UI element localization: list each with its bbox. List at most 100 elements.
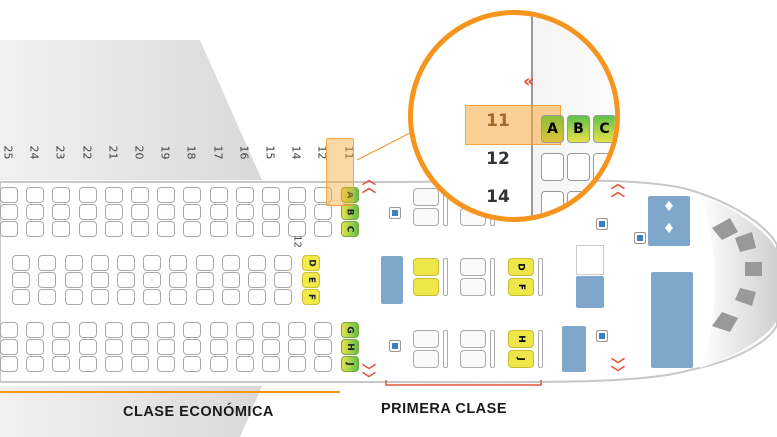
seat-18J[interactable] [183, 356, 202, 372]
seat-18G[interactable] [183, 322, 202, 338]
seat-14C[interactable] [288, 221, 307, 237]
seat-16F[interactable] [221, 289, 240, 305]
seat-22J[interactable] [78, 356, 97, 372]
first-class-seat[interactable] [460, 330, 486, 348]
seat-16A[interactable] [235, 187, 254, 203]
seat-20J[interactable] [131, 356, 149, 372]
seat-21H[interactable] [104, 339, 123, 355]
seat-14J[interactable] [288, 356, 307, 372]
seat-11H[interactable]: H [340, 339, 359, 355]
first-class-seat[interactable]: H [508, 330, 534, 348]
seat-15H[interactable] [262, 339, 280, 355]
seat-17E[interactable] [195, 272, 214, 288]
seat-19B[interactable] [157, 204, 176, 220]
seat-18F[interactable] [169, 289, 188, 305]
seat-23G[interactable] [52, 322, 71, 338]
seat-19J[interactable] [157, 356, 176, 372]
seat-24B[interactable] [26, 204, 45, 220]
magnified-seat[interactable] [541, 153, 564, 181]
seat-20E[interactable] [117, 272, 135, 288]
seat-16G[interactable] [235, 322, 254, 338]
magnified-seat[interactable]: B [567, 115, 590, 143]
seat-19D[interactable] [143, 255, 162, 271]
seat-21F[interactable] [90, 289, 109, 305]
first-class-seat[interactable]: D [508, 258, 534, 276]
first-class-seat[interactable]: J [508, 350, 534, 368]
seat-22H[interactable] [78, 339, 97, 355]
seat-23H[interactable] [52, 339, 71, 355]
seat-22G[interactable] [78, 322, 97, 338]
magnified-seat[interactable] [567, 191, 590, 217]
seat-23B[interactable] [52, 204, 71, 220]
seat-21D[interactable] [90, 255, 109, 271]
first-class-seat[interactable] [413, 258, 439, 276]
seat-24C[interactable] [26, 221, 45, 237]
seat-15E[interactable] [248, 272, 266, 288]
first-class-seat[interactable]: F [508, 278, 534, 296]
seat-22C[interactable] [78, 221, 97, 237]
seat-25G[interactable] [0, 322, 18, 338]
first-class-seat[interactable] [413, 278, 439, 296]
seat-11J[interactable]: J [340, 356, 359, 372]
seat-24A[interactable] [26, 187, 45, 203]
seat-18E[interactable] [169, 272, 188, 288]
seat-15A[interactable] [262, 187, 280, 203]
seat-16B[interactable] [235, 204, 254, 220]
magnified-seat[interactable]: A [541, 115, 564, 143]
seat-12D[interactable]: D [302, 255, 321, 271]
seat-24D[interactable] [12, 255, 31, 271]
seat-15B[interactable] [262, 204, 280, 220]
seat-21A[interactable] [104, 187, 123, 203]
seat-23F[interactable] [38, 289, 57, 305]
seat-24J[interactable] [26, 356, 45, 372]
seat-20G[interactable] [131, 322, 149, 338]
seat-25J[interactable] [0, 356, 18, 372]
seat-20D[interactable] [117, 255, 135, 271]
seat-14D[interactable] [274, 255, 293, 271]
seat-20A[interactable] [131, 187, 149, 203]
seat-16H[interactable] [235, 339, 254, 355]
seat-12B[interactable] [314, 204, 333, 220]
seat-23D[interactable] [38, 255, 57, 271]
seat-15F[interactable] [248, 289, 266, 305]
seat-19C[interactable] [157, 221, 176, 237]
seat-20C[interactable] [131, 221, 149, 237]
seat-20B[interactable] [131, 204, 149, 220]
first-class-seat[interactable] [460, 258, 486, 276]
seat-17C[interactable] [209, 221, 228, 237]
seat-12C[interactable] [314, 221, 333, 237]
seat-12F[interactable]: F [302, 289, 321, 305]
seat-22E[interactable] [64, 272, 83, 288]
seat-23E[interactable] [38, 272, 57, 288]
seat-25C[interactable] [0, 221, 18, 237]
seat-17D[interactable] [195, 255, 214, 271]
seat-15C[interactable] [262, 221, 280, 237]
seat-19H[interactable] [157, 339, 176, 355]
magnified-seat[interactable] [567, 153, 590, 181]
seat-20H[interactable] [131, 339, 149, 355]
first-class-seat[interactable] [413, 188, 439, 206]
seat-24G[interactable] [26, 322, 45, 338]
magnified-seat[interactable] [593, 191, 615, 217]
seat-14F[interactable] [274, 289, 293, 305]
seat-12A[interactable] [314, 187, 333, 203]
seat-22B[interactable] [78, 204, 97, 220]
seat-19F[interactable] [143, 289, 162, 305]
seat-12J[interactable] [314, 356, 333, 372]
seat-23C[interactable] [52, 221, 71, 237]
seat-21G[interactable] [104, 322, 123, 338]
seat-25B[interactable] [0, 204, 18, 220]
seat-21J[interactable] [104, 356, 123, 372]
seat-19E[interactable] [143, 272, 162, 288]
magnified-seat[interactable]: C [593, 115, 615, 143]
magnified-seat[interactable] [541, 191, 564, 217]
seat-24H[interactable] [26, 339, 45, 355]
seat-14B[interactable] [288, 204, 307, 220]
seat-12G[interactable] [314, 322, 333, 338]
seat-22F[interactable] [64, 289, 83, 305]
seat-23A[interactable] [52, 187, 71, 203]
seat-21C[interactable] [104, 221, 123, 237]
first-class-seat[interactable] [413, 350, 439, 368]
seat-18C[interactable] [183, 221, 202, 237]
seat-18D[interactable] [169, 255, 188, 271]
